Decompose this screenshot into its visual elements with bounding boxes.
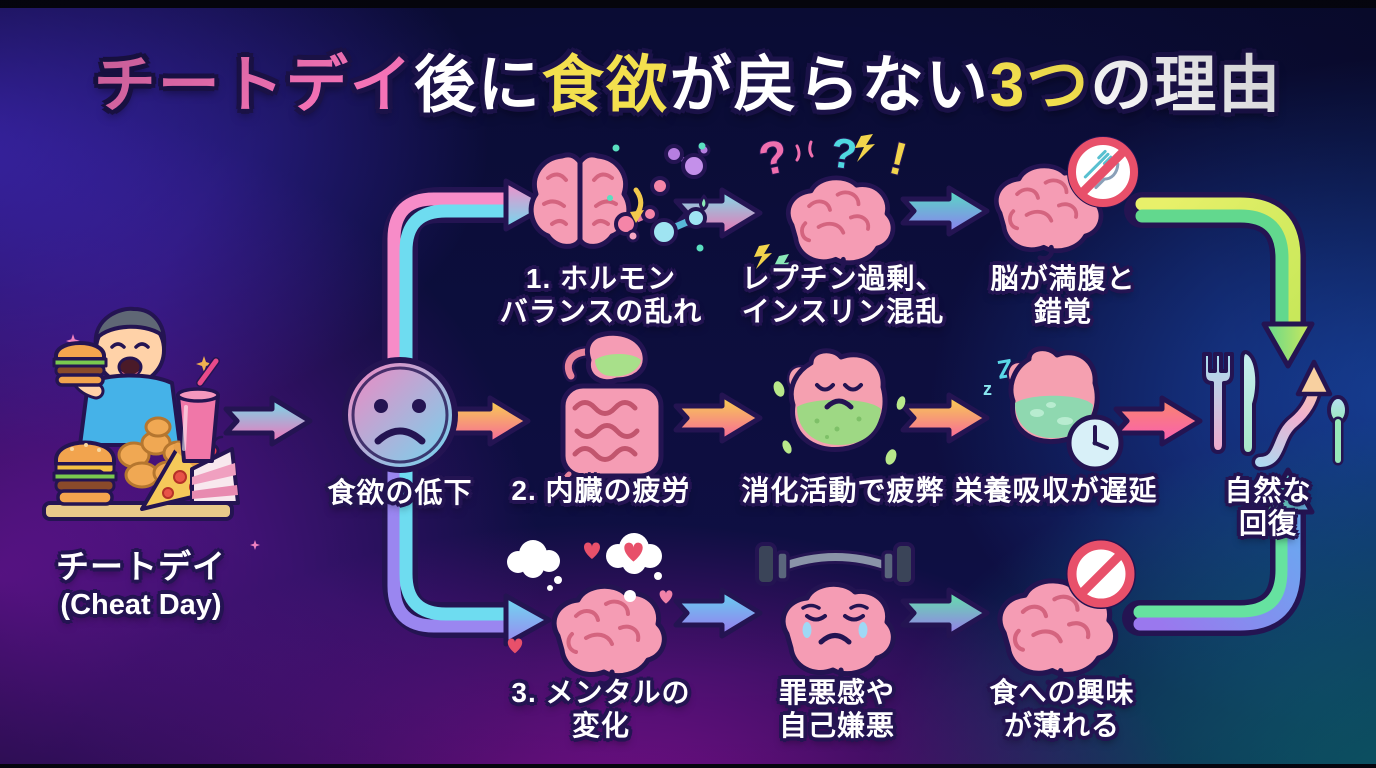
title-segment-three: 3つ — [989, 51, 1091, 120]
arrow-appetite-to-hormone — [382, 178, 552, 390]
person-binge-eating-icon — [42, 306, 240, 521]
cheat-day-sublabel: (Cheat Day) — [60, 589, 222, 621]
recovery-label: 自然な回復 — [1224, 475, 1312, 540]
page-title: チートデイ後に食欲が戻らない3つの理由 — [0, 34, 1376, 124]
sparkle-icon — [196, 356, 212, 372]
appetite-drop-label: 食欲の低下 — [327, 477, 473, 508]
top-letterbox-bar — [0, 0, 1376, 8]
satiety-label: 脳が満腹と 錯覚 — [990, 263, 1136, 328]
sparkle-icon — [66, 334, 80, 348]
title-segment-reasons: の理由 — [1090, 51, 1283, 120]
svg-text:z: z — [983, 379, 992, 399]
cheat-day-label: チートデイ — [56, 548, 226, 585]
confused-brain-icon: ? ? ! — [753, 127, 913, 276]
guilt-label: 罪悪感や 自己嫌悪 — [778, 677, 896, 742]
arrow-absorption-to-recovery — [1113, 395, 1203, 447]
brain-no-eating-icon — [993, 136, 1139, 261]
tired-stomach-icon — [773, 348, 906, 465]
digestion-label: 消化活動で疲弊 — [741, 475, 945, 506]
title-segment-appetite: 食欲 — [541, 51, 670, 120]
arrow-satiety-to-recovery — [1124, 192, 1315, 369]
leptin-label: レプチン過剰、 インスリン混乱 — [741, 263, 945, 328]
arrow-organs-to-digestion — [673, 392, 763, 444]
sad-brain-barbell-icon — [755, 542, 915, 685]
title-segment-after: 後に — [413, 51, 542, 120]
brain-molecules-icon — [528, 142, 711, 252]
sad-face-icon — [342, 357, 458, 473]
title-segment-cheatday: チートデイ — [93, 51, 414, 120]
bottom-letterbox-bar — [0, 764, 1376, 768]
arrow-guilt-to-disinterest — [900, 587, 990, 639]
arrow-disinterest-to-recovery — [1122, 467, 1315, 636]
sparkle-icon — [250, 540, 260, 550]
title-segment-notreturn: が戻らない — [669, 51, 990, 120]
hormone-label: 1. ホルモン バランスの乱れ — [499, 263, 703, 328]
arrow-leptin-to-satiety — [900, 185, 990, 237]
svg-text:?: ? — [828, 128, 860, 178]
svg-text:!: ! — [885, 131, 912, 185]
brain-prohibition-icon — [997, 539, 1136, 686]
organs-label: 2. 内臓の疲労 — [511, 475, 691, 506]
absorption-label: 栄養吸収が遅延 — [954, 475, 1158, 506]
disinterest-label: 食への興味 が薄れる — [989, 677, 1135, 742]
stomach-intestines-icon — [560, 330, 664, 491]
sleeping-stomach-clock-icon: Z z — [983, 346, 1124, 472]
brain-hearts-icon — [507, 533, 673, 687]
svg-text:?: ? — [754, 129, 792, 186]
arrow-appetite-to-mental — [382, 452, 552, 647]
cutlery-recovery-arrow-icon — [1202, 350, 1349, 471]
arrow-mental-to-guilt — [673, 587, 763, 639]
mental-label: 3. メンタルの 変化 — [511, 677, 691, 742]
arrow-cheat-to-appetite — [223, 395, 313, 447]
arrow-digestion-to-absorption — [900, 392, 990, 444]
